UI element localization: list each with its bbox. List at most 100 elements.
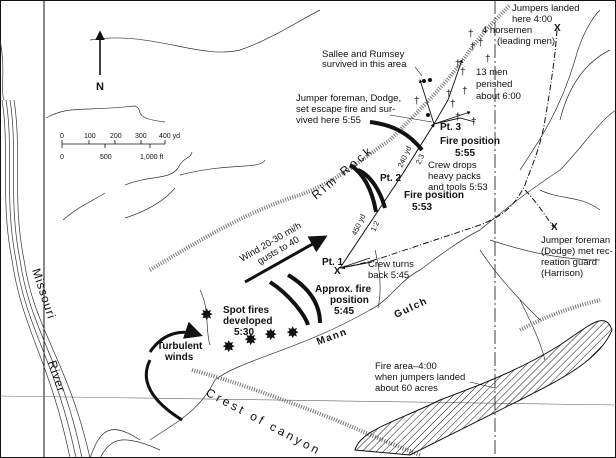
turbulent-wind-arrow: [148, 321, 203, 353]
scale-yd-tick: 300: [135, 133, 147, 140]
svg-text:†: †: [414, 96, 420, 107]
map-label: survived in this area: [322, 59, 407, 70]
svg-text:†: †: [471, 117, 477, 128]
map-label: heavy packs: [428, 171, 481, 182]
turbulent-wind-arrow: [144, 359, 183, 422]
svg-text:4 horsemen(leading men): 4 horsemen(leading men): [482, 25, 555, 47]
svg-text:✸: ✸: [244, 332, 257, 349]
svg-text:✸: ✸: [286, 325, 299, 342]
jumpers-landed-x: X: [554, 23, 561, 34]
scale-ft-tick: 500: [100, 154, 112, 161]
survivor-dot: [428, 78, 432, 82]
north-label: N: [96, 81, 104, 93]
svg-text:†: †: [455, 112, 461, 123]
crew-route: [341, 29, 558, 270]
map-label: Jumper foreman, Dodge,: [296, 93, 401, 104]
map-label: (Harrison): [541, 268, 583, 279]
map-label: Fire area–4:00: [375, 361, 437, 372]
map-label: about 6:00: [476, 91, 521, 102]
svg-text:†: †: [462, 86, 468, 97]
map-label: Crew drops: [428, 160, 477, 171]
scale-yd-tick: 400 yd: [159, 133, 180, 140]
map-label: when jumpers landed: [374, 372, 465, 383]
svg-text:†: †: [460, 67, 466, 78]
svg-text:†: †: [468, 29, 474, 40]
map-label: (Dodge) met rec-: [541, 246, 613, 257]
svg-text:†: †: [478, 38, 484, 49]
missouri-river: [0, 39, 161, 458]
map-label: 450 yd: [350, 213, 368, 237]
scale-bar: [61, 140, 166, 148]
map-label: 13 men: [476, 67, 508, 78]
fire-front-5-45: [286, 273, 322, 324]
fire-front-5-45: [268, 280, 310, 326]
map-label: perished: [476, 79, 512, 90]
dodge-met-x: X: [551, 222, 558, 233]
scale-yd-tick: 200: [110, 133, 122, 140]
pt1-label: Pt. 1: [322, 257, 344, 268]
map-label: Sallee and Rumsey: [322, 49, 405, 60]
map-label: Jumper foreman: [541, 235, 610, 246]
map-label: set escape fire and sur-: [296, 104, 395, 115]
pt1-x: X: [334, 266, 341, 277]
escape-fire-dot: [426, 113, 430, 117]
fire-area-4-00: [354, 320, 613, 456]
scale-ft-tick: 1,000 ft: [140, 154, 163, 161]
map-label: Spot fires: [223, 305, 270, 316]
dodge-route: [524, 189, 555, 229]
map-label: position: [330, 295, 369, 306]
map-label: Turbulent: [157, 341, 203, 352]
wind-arrow: [244, 235, 328, 284]
map-label: Fire position: [404, 190, 464, 201]
map-label: and tools 5:53: [428, 182, 488, 193]
svg-text:†: †: [470, 42, 476, 53]
scale-yd-tick: 0: [60, 133, 64, 140]
map-label: 5:30: [234, 327, 254, 338]
map-label: Jumpers landed: [512, 3, 580, 14]
map-label: Approx. fire: [315, 284, 372, 295]
scale-yd-tick: 100: [84, 133, 96, 140]
svg-text:†: †: [446, 89, 452, 100]
svg-text:✸: ✸: [222, 339, 235, 356]
svg-text:Jumper foreman, Dodge,set esca: Jumper foreman, Dodge,set escape fire an…: [296, 93, 401, 126]
map-label: 1:2: [369, 220, 382, 233]
map-label: 240 yd: [396, 145, 414, 169]
map-label: 5:53: [412, 202, 432, 213]
gulch-label: Gulch: [393, 296, 430, 321]
grave-markers: ††† ††† ††† †††: [414, 29, 491, 128]
map-label: back 5:45: [368, 270, 409, 281]
svg-text:†: †: [450, 99, 456, 110]
map-label: 4 horsemen: [482, 25, 532, 36]
scale-ft-tick: 0: [60, 154, 64, 161]
map-label: developed: [223, 316, 272, 327]
svg-text:†: †: [485, 54, 491, 65]
map-label: about 60 acres: [375, 383, 438, 394]
map-label: vived here 5:55: [296, 115, 361, 126]
map-label: winds: [164, 352, 194, 363]
map-label: 5:45: [334, 306, 354, 317]
map-label: 5:55: [455, 148, 475, 159]
svg-text:✸: ✸: [200, 307, 213, 324]
escape-paths: [339, 59, 476, 269]
survivor-dot: [422, 79, 426, 83]
svg-text:✸: ✸: [264, 327, 277, 344]
map-label: Crew turns: [368, 259, 414, 270]
river-label: River: [45, 359, 69, 395]
map-label: reation guard: [541, 257, 597, 268]
pt3-label: Pt. 3: [440, 122, 462, 133]
map-label: 2:3: [414, 153, 427, 166]
drainages: [45, 9, 616, 441]
map-label: (leading men): [497, 36, 555, 47]
ridge: [519, 298, 601, 332]
